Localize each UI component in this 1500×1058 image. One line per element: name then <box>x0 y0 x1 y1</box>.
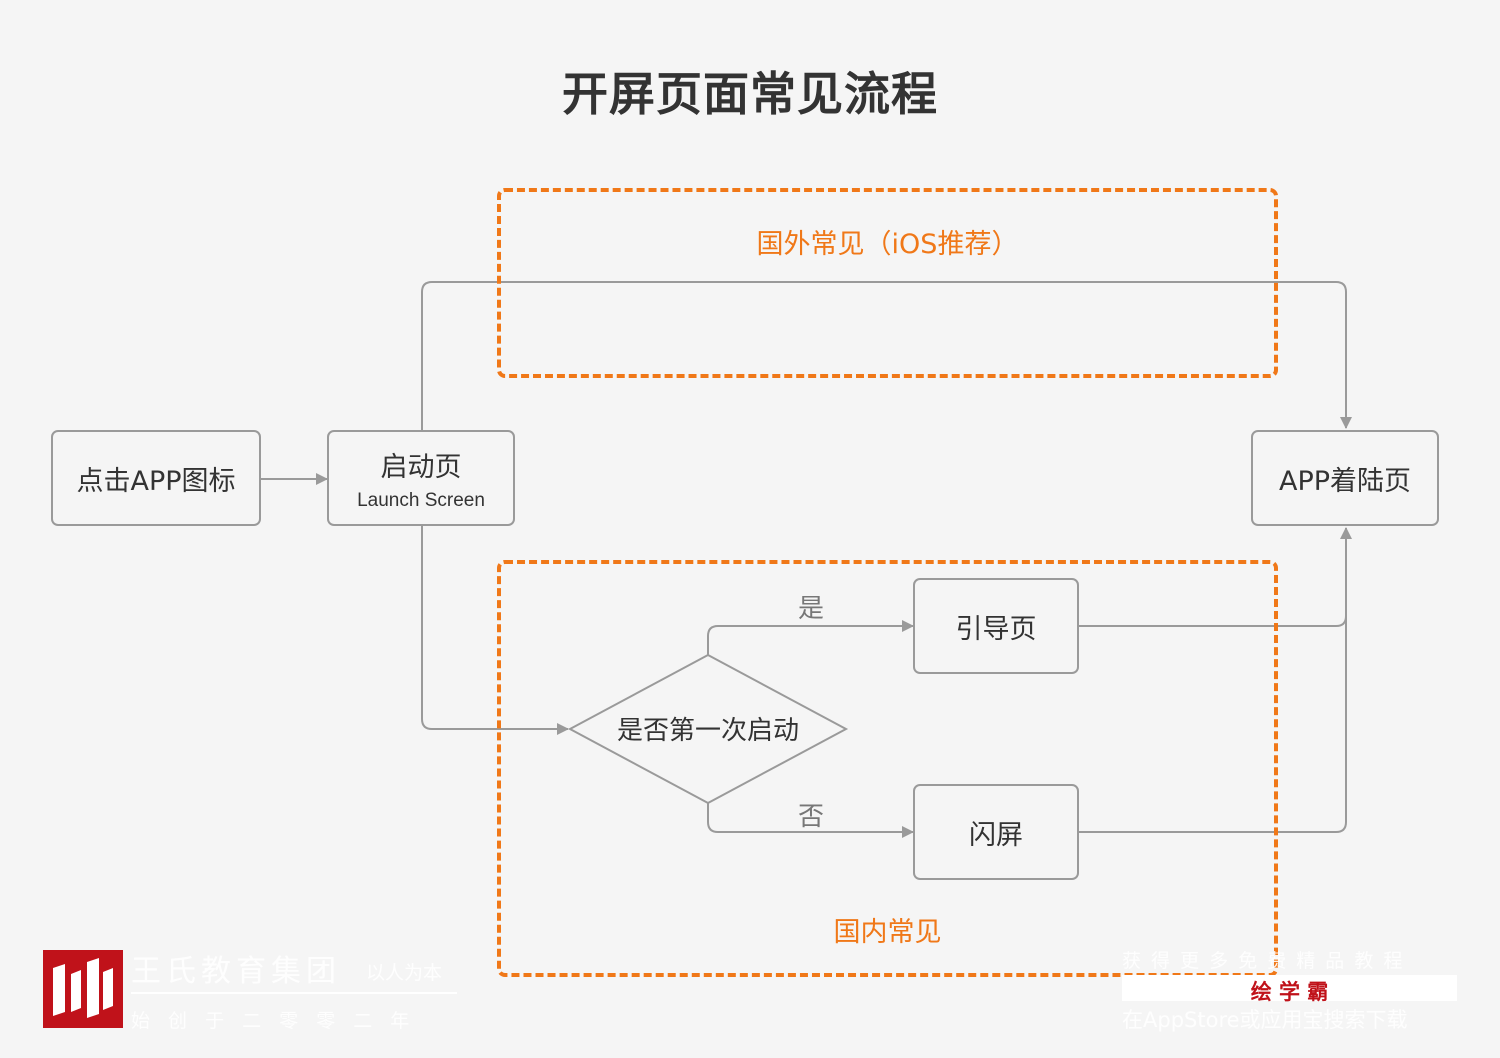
arrow-launch-to-landing <box>421 281 1352 430</box>
guide-page-label: 引导页 <box>955 613 1037 645</box>
watermark-divider <box>131 992 457 994</box>
yes-label: 是 <box>798 594 825 624</box>
foreign-zone <box>497 188 1278 378</box>
promo-top-text: 获 得 更 多 免 费 精 品 教 程 <box>1122 950 1405 972</box>
launch-screen-title: 启动页 <box>380 451 462 483</box>
landing-page-label: APP着陆页 <box>1278 465 1412 497</box>
logo-mark-icon <box>53 958 113 1018</box>
arrow-decision-to-splash <box>707 803 914 838</box>
decision-diamond <box>567 653 849 805</box>
promo-brand: 绘 学 霸 <box>1250 980 1329 1004</box>
company-slogan: 以人为本 <box>366 962 443 984</box>
launch-screen-node: 启动页 Launch Screen <box>327 430 515 526</box>
tap-icon-node: 点击APP图标 <box>51 430 261 526</box>
founded-text: 始 创 于 二 零 零 二 年 <box>131 1010 416 1032</box>
arrow-splash-to-landing <box>1078 527 1352 833</box>
splash-screen-node: 闪屏 <box>913 784 1079 880</box>
landing-page-node: APP着陆页 <box>1251 430 1439 526</box>
company-logo <box>43 950 123 1028</box>
foreign-zone-label: 国外常见（iOS推荐） <box>756 229 1019 260</box>
guide-page-node: 引导页 <box>913 578 1079 674</box>
no-label: 否 <box>798 802 825 832</box>
company-name: 王氏教育集团 <box>131 954 341 989</box>
tap-icon-label: 点击APP图标 <box>76 465 236 497</box>
arrow-launch-to-decision <box>421 526 569 735</box>
page-title: 开屏页面常见流程 <box>562 67 938 121</box>
decision-label: 是否第一次启动 <box>616 716 799 746</box>
domestic-zone <box>497 560 1278 977</box>
arrow-decision-to-guide <box>707 620 914 655</box>
launch-screen-subtitle: Launch Screen <box>357 489 485 511</box>
promo-band <box>1122 975 1457 1001</box>
promo-bottom-text: 在AppStore或应用宝搜索下载 <box>1122 1008 1408 1032</box>
domestic-zone-label: 国内常见 <box>833 917 942 948</box>
splash-screen-label: 闪屏 <box>969 819 1023 851</box>
